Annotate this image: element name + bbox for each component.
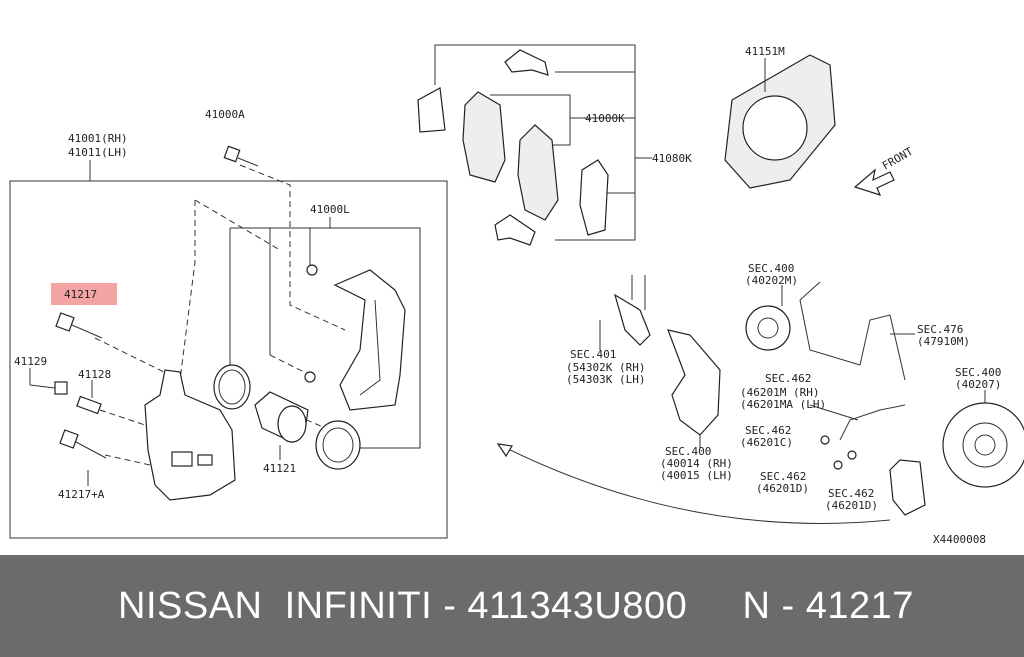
label-sec400-40207-a: SEC.400 [955, 366, 1001, 379]
label-sec462-46201c-b: (46201C) [740, 436, 793, 449]
label-sec462-46201d-c: SEC.462 [828, 487, 874, 500]
label-41121: 41121 [263, 462, 296, 475]
label-sec462-46201m-c: (46201MA (LH) [740, 398, 826, 411]
seal-ring-icon [213, 364, 251, 410]
label-sec462-46201m-b: (46201M (RH) [740, 386, 819, 399]
label-41151m: 41151M [745, 45, 785, 58]
pad-clip-top-icon [504, 49, 549, 76]
label-sec476-a: SEC.476 [917, 323, 963, 336]
banner-text: NISSAN INFINITI - 411343U800 N - 41217 [118, 584, 914, 627]
bolt-41217-icon [55, 312, 103, 339]
wheel-hub-icon [745, 285, 791, 351]
bolt-41217a-icon [59, 429, 107, 486]
label-sec400-40202m-a: SEC.400 [748, 262, 794, 275]
brake-hose-icon [839, 404, 906, 441]
pad-shim-right-icon [579, 159, 609, 236]
front-arrow-icon [853, 168, 895, 196]
steering-knuckle-icon [667, 329, 721, 448]
lower-arm-bracket-icon [599, 275, 651, 350]
pad-shim-left-icon [417, 87, 446, 133]
label-41217a: 41217+A [58, 488, 105, 501]
brake-pad-inner-icon [517, 124, 559, 221]
dust-shield-41151m-icon [724, 54, 836, 189]
label-41128: 41128 [78, 368, 111, 381]
piston-41121-icon [254, 391, 309, 460]
abs-sensor-wire-icon [799, 281, 906, 381]
caliper-body-icon [144, 369, 236, 501]
label-sec401-c: (54303K (LH) [566, 373, 645, 386]
guide-pin-41128-icon [76, 380, 102, 415]
pad-clip-bottom-icon [494, 214, 536, 246]
bolt-41000a-icon [223, 145, 259, 167]
label-sec400-40014-b: (40014 (RH) [660, 457, 733, 470]
label-front: FRONT [880, 145, 916, 173]
caliper-group-frame [9, 180, 448, 539]
label-sec400-40014-c: (40015 (LH) [660, 469, 733, 482]
label-41217: 41217 [64, 288, 97, 301]
rotation-arrow-icon [499, 444, 891, 524]
part-highlight-41217 [51, 283, 117, 305]
label-sec462-46201c-a: SEC.462 [745, 424, 791, 437]
label-sec401-b: (54302K (RH) [566, 361, 645, 374]
caliper-right-icon [889, 459, 926, 516]
brake-pad-outer-icon [462, 91, 506, 183]
label-sec400-40202m-b: (40202M) [745, 274, 798, 287]
label-sec400-40014-a: SEC.400 [665, 445, 711, 458]
label-sec400-40207-b: (40207) [955, 378, 1001, 391]
label-41000l: 41000L [310, 203, 350, 216]
label-sec401-a: SEC.401 [570, 348, 616, 361]
brake-assembly-diagram: 41000A 41001(RH) 41011(LH) 41000L 41217 … [9, 44, 1024, 546]
label-sec462-46201d-a: SEC.462 [760, 470, 806, 483]
label-sec462-46201d-d: (46201D) [825, 499, 878, 512]
label-sec462-46201m-a: SEC.462 [765, 372, 811, 385]
label-41080k: 41080K [652, 152, 692, 165]
label-41129: 41129 [14, 355, 47, 368]
label-41011: 41011(LH) [68, 146, 128, 159]
label-41001: 41001(RH) [68, 132, 128, 145]
label-sec476-b: (47910M) [917, 335, 970, 348]
brake-rotor-icon [942, 390, 1024, 488]
bleeder-41129-icon [29, 368, 68, 395]
diagram-code: X4400008 [933, 533, 986, 546]
label-sec462-46201d-b: (46201D) [756, 482, 809, 495]
label-41000k: 41000K [585, 112, 625, 125]
caliper-bracket-icon [304, 264, 406, 411]
part-number-banner: NISSAN INFINITI - 411343U800 N - 41217 [0, 555, 1024, 657]
label-41000a: 41000A [205, 108, 245, 121]
